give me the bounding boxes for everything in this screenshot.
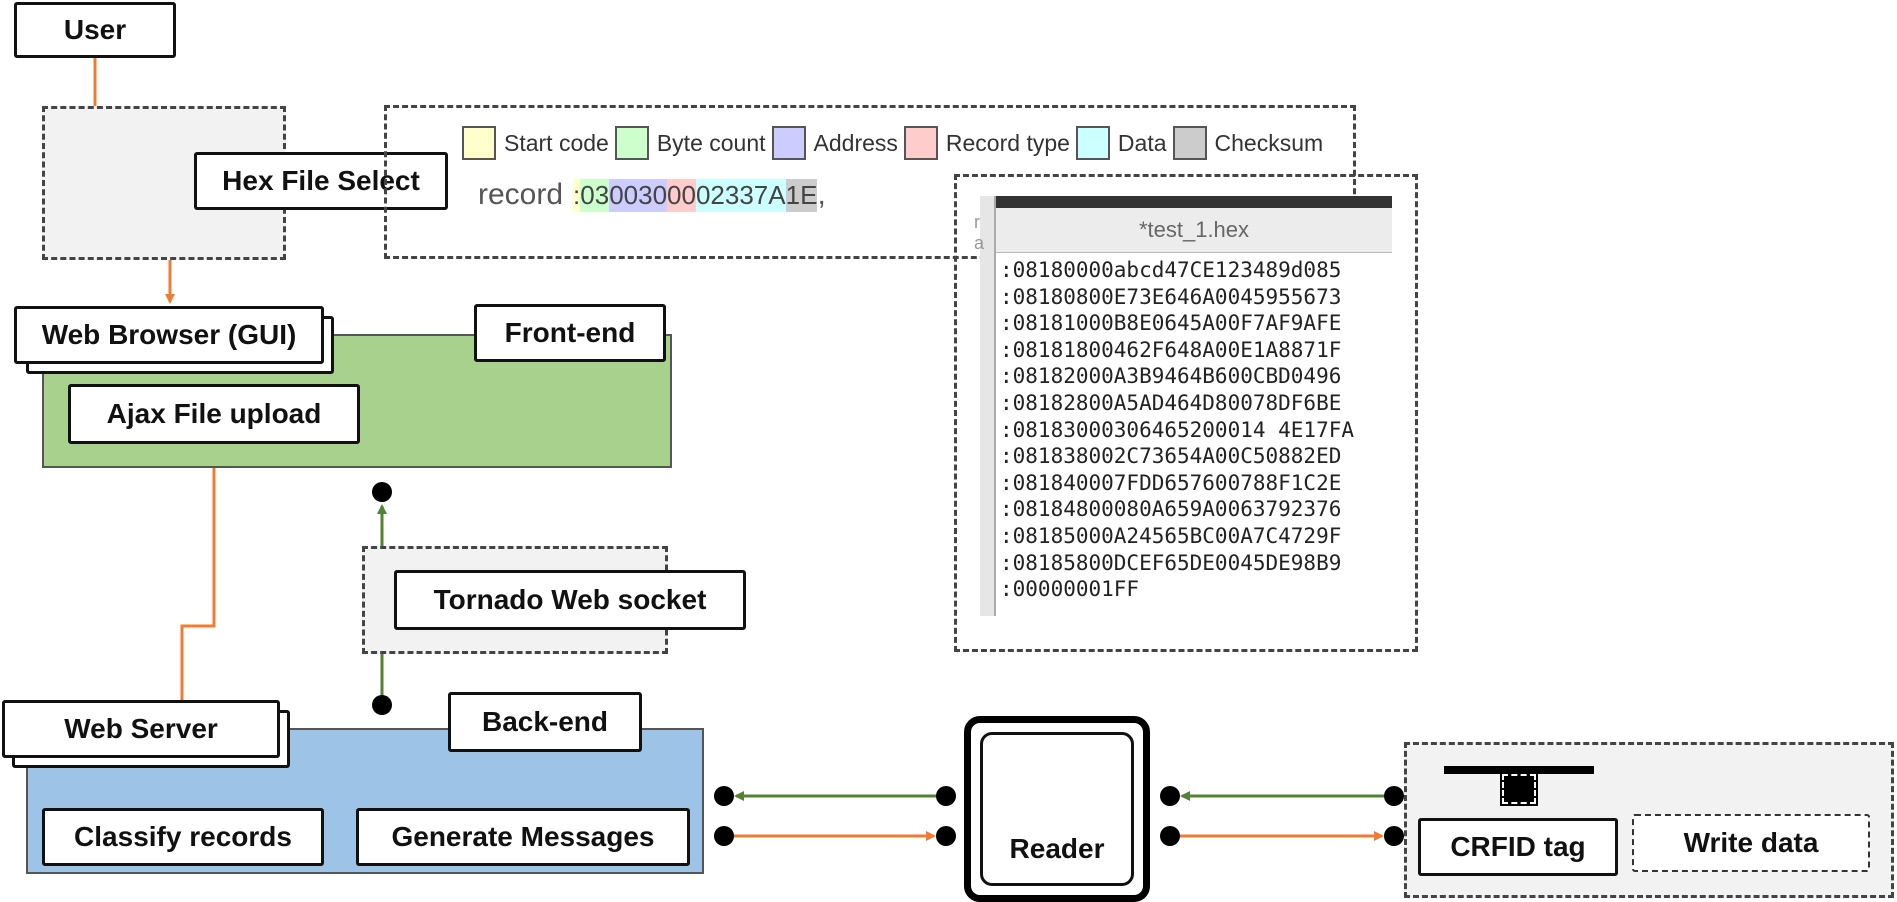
web-browser-label: Web Browser (GUI) xyxy=(41,319,297,350)
record-segment: 1E xyxy=(785,179,818,212)
write-data-label: Write data xyxy=(1683,827,1819,858)
hex-line: :08185000A24565BC00A7C4729F xyxy=(1000,523,1342,548)
crfid-dot-top xyxy=(1384,786,1404,806)
backend-dot-bottom xyxy=(714,826,734,846)
record-label: record xyxy=(478,178,564,211)
hex-editor-window: *test_1.hex :08180000abcd47CE123489d085:… xyxy=(994,196,1392,616)
record-segment: 02337A xyxy=(695,179,786,212)
back-end-label: Back-end xyxy=(481,706,609,737)
legend-label: Byte count xyxy=(656,129,766,156)
web-browser-node: Web Browser (GUI) xyxy=(14,306,324,364)
chip-icon xyxy=(1502,774,1536,804)
hex-tab-title: *test_1.hex xyxy=(1138,217,1250,242)
legend-label: Checksum xyxy=(1214,129,1324,156)
record-suffix: , xyxy=(817,178,826,211)
legend-label: Start code xyxy=(504,129,609,156)
classify-label: Classify records xyxy=(74,821,292,852)
hex-side-text: r a xyxy=(974,212,985,253)
ajax-to-server-line xyxy=(180,442,216,702)
hex-content[interactable]: :08180000abcd47CE123489d085:08180800E73E… xyxy=(996,253,1392,603)
back-end-label-box: Back-end xyxy=(448,692,642,752)
hex-side-panel: r a xyxy=(974,196,994,616)
record-format-region xyxy=(384,105,1356,259)
generate-node: Generate Messages xyxy=(356,808,690,866)
legend-label: Data xyxy=(1117,129,1167,156)
reader-left-dot-top xyxy=(936,786,956,806)
hex-line: :081840007FDD657600788F1C2E xyxy=(1000,470,1342,495)
hex-line: :08182000A3B9464B600CBD0496 xyxy=(1000,364,1342,389)
hex-line: :08185800DCEF65DE0045DE98B9 xyxy=(1000,550,1342,575)
legend-swatch xyxy=(614,126,649,160)
legend-swatch xyxy=(771,126,806,160)
reader-node: Reader xyxy=(980,732,1134,886)
hex-line: :081838002C73654A00C50882ED xyxy=(1000,444,1342,469)
hex-line: :08180000abcd47CE123489d085 xyxy=(1000,258,1342,282)
web-server-node: Web Server xyxy=(2,700,280,758)
legend-swatch xyxy=(1172,126,1207,160)
legend-item: Start code xyxy=(462,126,609,160)
reader-left-dot-bottom xyxy=(936,826,956,846)
reader-right-dot-top xyxy=(1160,786,1180,806)
tornado-label: Tornado Web socket xyxy=(433,584,707,615)
backend-dot-top xyxy=(714,786,734,806)
generate-label: Generate Messages xyxy=(391,821,655,852)
front-end-label-box: Front-end xyxy=(474,304,666,362)
ajax-upload-label: Ajax File upload xyxy=(106,398,322,429)
reader-label: Reader xyxy=(1009,833,1105,864)
web-server-label: Web Server xyxy=(64,713,218,744)
crfid-dot-bottom xyxy=(1384,826,1404,846)
hex-window-bar xyxy=(996,196,1392,208)
legend-item: Record type xyxy=(903,126,1070,160)
record-segment: 00 xyxy=(667,179,696,212)
hex-line: :08184800080A659A0063792376 xyxy=(1000,497,1342,522)
hex-line: :08183000306465200014 4E17FA xyxy=(1000,417,1355,442)
write-data-node: Write data xyxy=(1632,814,1870,872)
crfid-node: CRFID tag xyxy=(1418,818,1618,876)
legend-item: Checksum xyxy=(1172,126,1324,160)
legend-swatch xyxy=(462,126,496,160)
hex-line: :08181000B8E0645A00F7AF9AFE xyxy=(1000,311,1342,336)
legend-swatch xyxy=(903,126,938,160)
legend-item: Address xyxy=(771,126,898,160)
legend-label: Address xyxy=(813,129,898,156)
front-end-label: Front-end xyxy=(504,317,636,348)
legend-label: Record type xyxy=(945,129,1070,156)
websocket-bottom-dot xyxy=(372,695,392,715)
hex-file-region xyxy=(954,174,1418,652)
reader-right-dot-bottom xyxy=(1160,826,1180,846)
crfid-label: CRFID tag xyxy=(1450,831,1586,862)
hex-line: :08182800A5AD464D80078DF6BE xyxy=(1000,390,1342,415)
antenna-icon-bar xyxy=(1444,766,1594,774)
legend-item: Data xyxy=(1075,126,1167,160)
hex-line: :00000001FF xyxy=(1000,577,1140,602)
user-node: User xyxy=(14,2,176,58)
record-segment: 03 xyxy=(580,179,610,212)
classify-node: Classify records xyxy=(42,808,324,866)
record-segment: : xyxy=(573,179,581,212)
user-label: User xyxy=(63,14,127,45)
legend-swatch xyxy=(1075,126,1110,160)
hex-line: :08181800462F648A00E1A8871F xyxy=(1000,337,1342,362)
record-legend: Start code Byte count Address Record type Da… xyxy=(462,126,1329,160)
hex-tab[interactable]: *test_1.hex xyxy=(996,208,1392,253)
legend-item: Byte count xyxy=(614,126,766,160)
websocket-top-dot xyxy=(372,482,392,502)
record-segment: 0030 xyxy=(609,179,668,212)
tornado-node: Tornado Web socket xyxy=(394,570,746,630)
hex-line: :08180800E73E646A0045955673 xyxy=(1000,284,1342,309)
ajax-upload-node: Ajax File upload xyxy=(68,384,360,444)
